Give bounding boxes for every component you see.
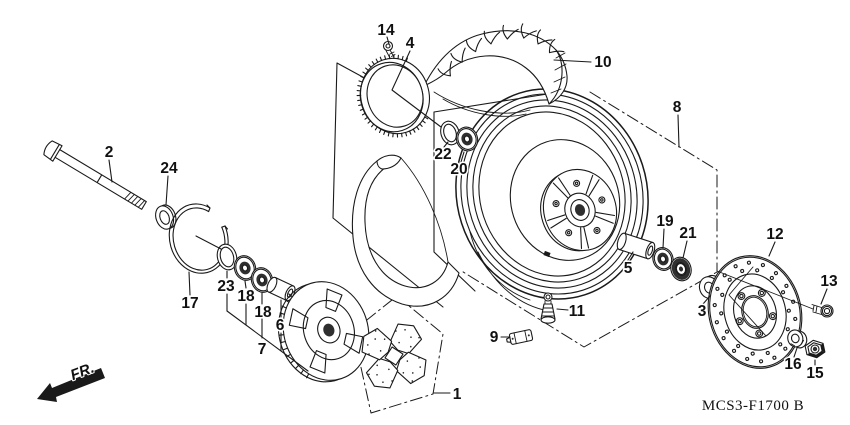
- part-15-nut: [804, 339, 826, 359]
- part-label-18b: 18: [254, 304, 272, 321]
- leader-lines: [108, 36, 828, 394]
- part-11-valve: [540, 292, 556, 324]
- part-label-9: 9: [490, 329, 499, 346]
- part-label-12: 12: [766, 226, 783, 243]
- part-21-bearing: [670, 256, 692, 282]
- part-4-pulser-ring: [356, 54, 430, 138]
- part-label-23: 23: [217, 278, 235, 295]
- part-24-washer: [155, 204, 177, 230]
- part-label-4: 4: [406, 35, 415, 52]
- part-5-side-collar: [616, 232, 656, 260]
- part-12-brake-disc: [707, 255, 803, 369]
- part-label-7: 7: [258, 341, 267, 358]
- part-labels: 1 2 3 4 5 6 7 8 9 10 11 12 13 14 15 16 1…: [103, 21, 839, 405]
- part-8-wheel: [455, 88, 649, 312]
- fr-arrow-icon: [37, 368, 105, 402]
- part-label-11: 11: [569, 303, 586, 320]
- part-label-8: 8: [673, 99, 682, 116]
- part-label-2: 2: [105, 144, 114, 161]
- part-label-13: 13: [820, 273, 838, 290]
- part-label-16: 16: [784, 356, 802, 373]
- part-18-bearing-a: [233, 255, 257, 281]
- part-label-6: 6: [276, 317, 285, 334]
- tire-lower-section: [351, 154, 460, 307]
- part-label-14: 14: [377, 22, 395, 39]
- part-label-22: 22: [434, 146, 451, 163]
- part-label-15: 15: [806, 365, 824, 382]
- part-9-wheel-weight: [506, 329, 534, 345]
- part-label-20: 20: [450, 161, 467, 178]
- part-label-24: 24: [160, 160, 178, 177]
- part-label-21: 21: [679, 225, 697, 242]
- part-10-tire: [351, 23, 568, 307]
- fr-direction-indicator: FR.: [37, 359, 105, 402]
- part-label-18a: 18: [237, 288, 255, 305]
- part-label-1: 1: [453, 386, 462, 403]
- diagram-code: MCS3-F1700 B: [702, 398, 804, 414]
- part-7-driven-flange: [277, 281, 370, 383]
- part-label-3: 3: [698, 303, 707, 320]
- part-20-bearing: [455, 126, 479, 152]
- part-label-17: 17: [181, 295, 198, 312]
- part-23-o-ring: [216, 243, 238, 271]
- part-label-10: 10: [594, 54, 611, 71]
- part-label-5: 5: [624, 260, 633, 277]
- part-13-bolt: [716, 270, 834, 318]
- part-19-bearing: [652, 247, 674, 271]
- part-2-axle-shaft: [43, 140, 147, 210]
- part-label-19: 19: [656, 213, 674, 230]
- part-16-washer: [787, 329, 808, 349]
- part-1-damper-set: [361, 323, 427, 389]
